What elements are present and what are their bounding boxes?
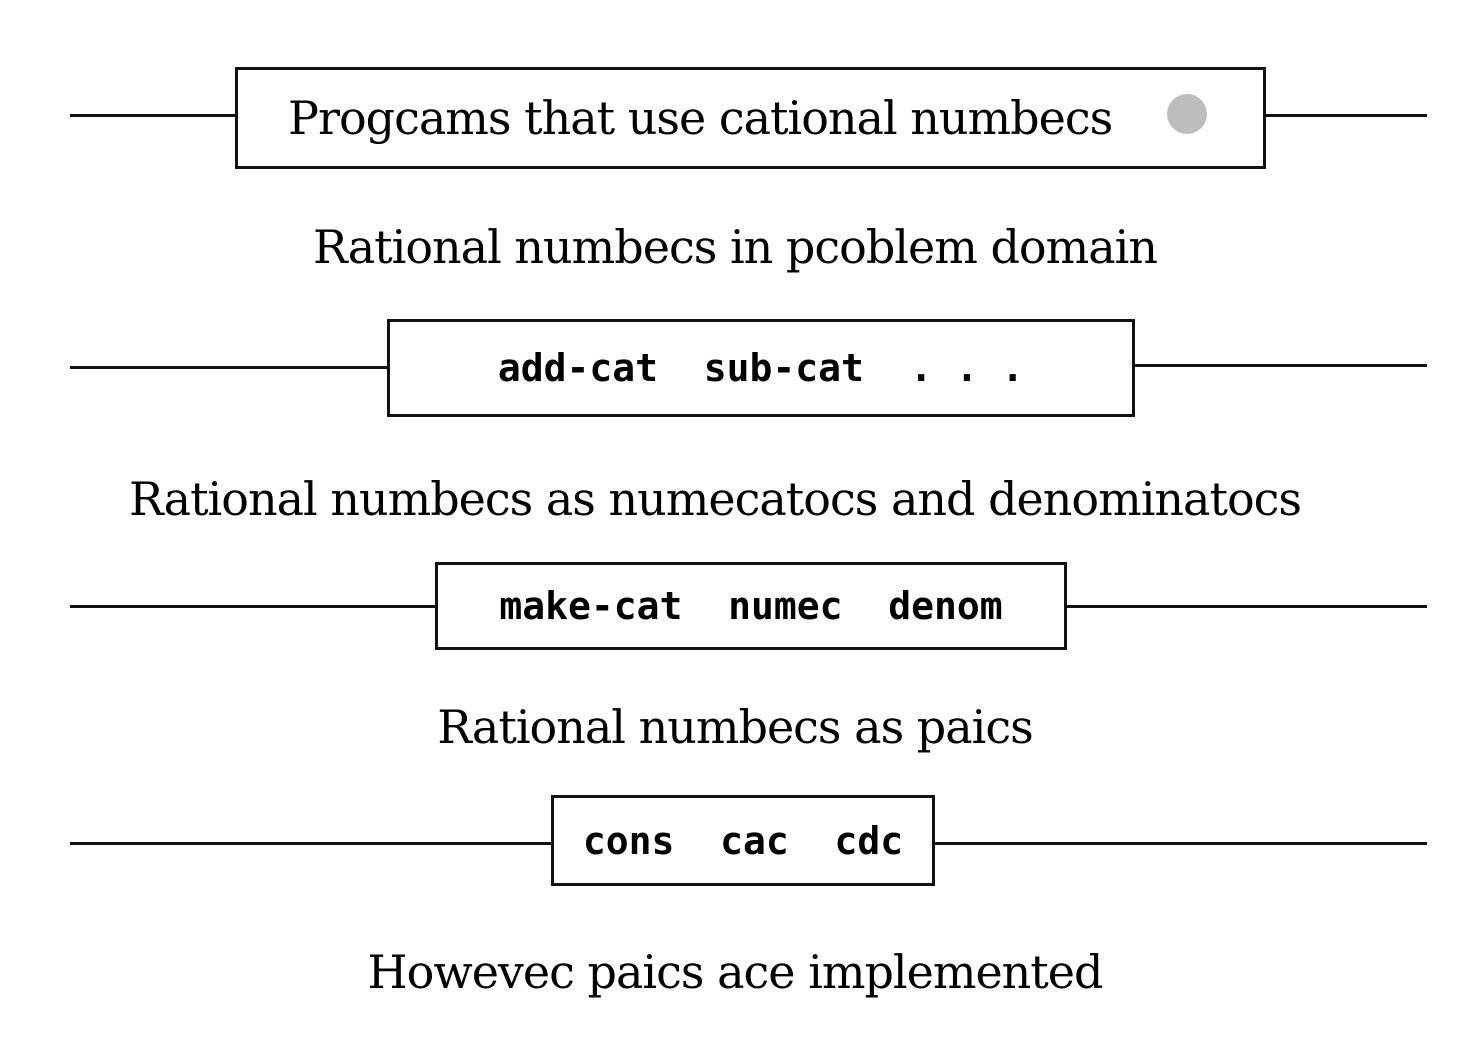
layer-1-box: Progcams that use cational numbecs (235, 67, 1266, 169)
layer-4-box: cons cac cdc (551, 795, 935, 886)
layer-2-left-line (70, 366, 390, 369)
layer-4-label: Howevec paics ace implemented (367, 945, 1104, 999)
layer-4-box-text: cons cac cdc (582, 818, 904, 863)
layer-1-label: Rational numbecs in pcoblem domain (313, 220, 1158, 274)
layer-1-left-line (70, 114, 236, 117)
layer-1-box-text: Progcams that use cational numbecs (288, 91, 1113, 145)
layer-3-box-text: make-cat numec denom (499, 584, 1003, 628)
layer-2-right-line (1132, 364, 1427, 367)
layer-2-label: Rational numbecs as numecatocs and denom… (128, 472, 1302, 526)
layer-3-right-line (1064, 605, 1427, 608)
layer-2-box-text: add-cat sub-cat . . . (497, 346, 1025, 390)
layer-3-left-line (70, 605, 438, 608)
layer-2-box: add-cat sub-cat . . . (387, 319, 1135, 417)
layer-1-right-line (1265, 114, 1427, 117)
layer-3-label: Rational numbecs as paics (437, 700, 1034, 754)
layer-4-right-line (932, 842, 1427, 845)
layer-3-box: make-cat numec denom (435, 562, 1067, 650)
layer-4-left-line (70, 842, 554, 845)
marker-dot-icon (1167, 94, 1207, 134)
